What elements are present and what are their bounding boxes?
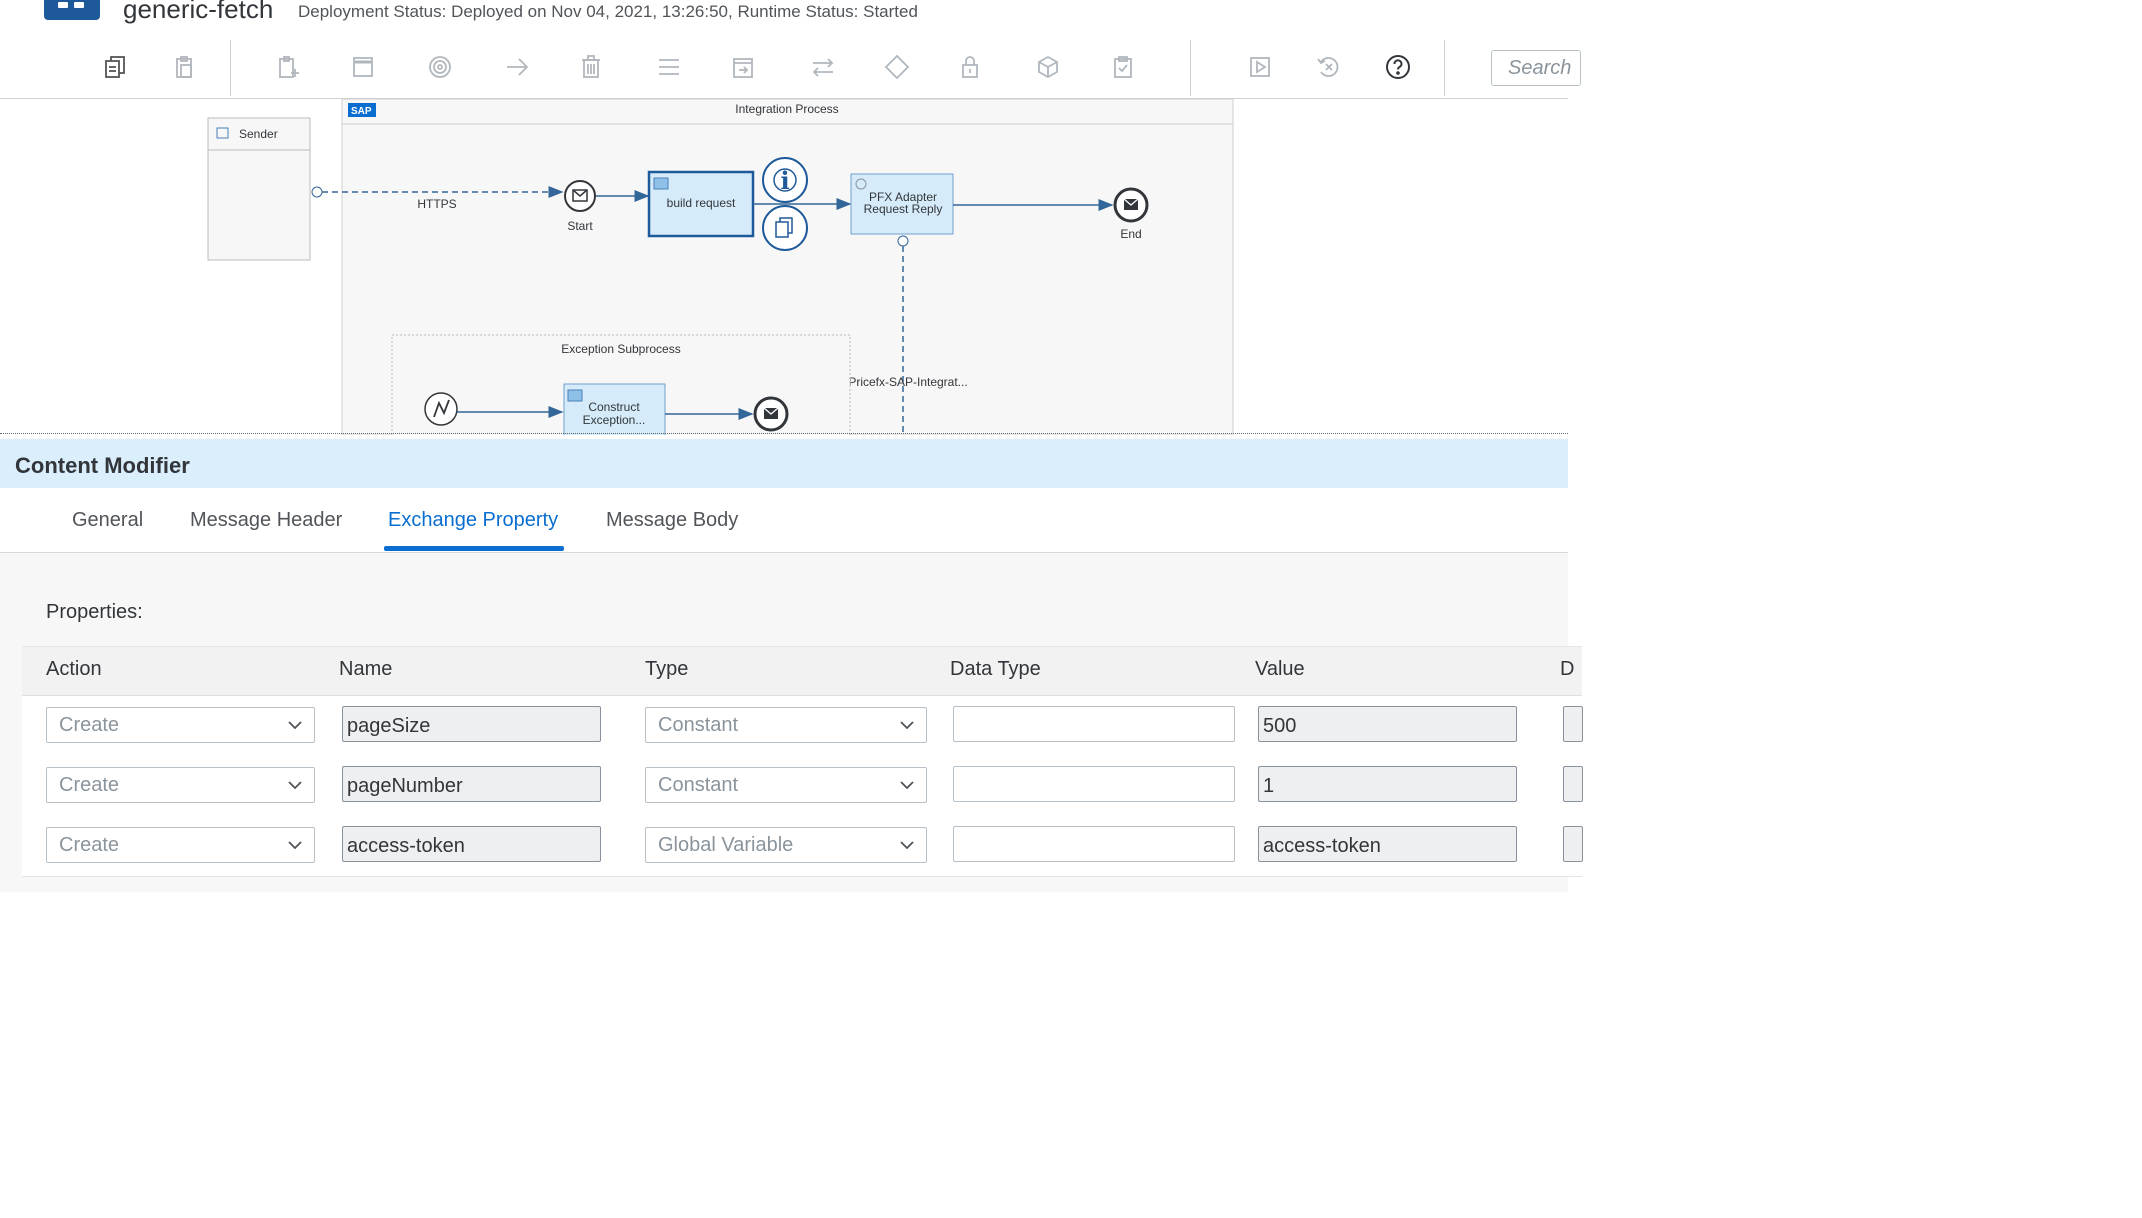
panel-title: Content Modifier — [15, 453, 190, 478]
column-header-action: Action — [46, 658, 102, 680]
value-input[interactable]: 1 — [1258, 766, 1517, 802]
toolbar-separator — [230, 40, 231, 96]
lock-icon[interactable] — [955, 52, 985, 82]
action-value: Create — [59, 834, 120, 856]
lightning-icon — [433, 399, 450, 418]
data-type-input[interactable] — [953, 706, 1235, 742]
cancel-run-icon[interactable] — [1314, 52, 1344, 82]
column-header-value: Value — [1255, 658, 1305, 680]
name-input[interactable]: access-token — [342, 826, 601, 862]
tab-bar — [0, 488, 1568, 553]
column-header-type: Type — [645, 658, 689, 680]
chevron-down-icon — [288, 841, 302, 850]
data-type-input[interactable] — [953, 766, 1235, 802]
sender-participant — [207, 117, 311, 261]
chevron-down-icon — [900, 721, 914, 730]
chevron-down-icon — [288, 781, 302, 790]
sap-logo — [348, 103, 376, 117]
sap-logo-text: SAP — [351, 106, 372, 117]
action-select[interactable]: Create — [46, 707, 315, 743]
name-input[interactable]: pageSize — [342, 706, 601, 742]
window-icon[interactable] — [348, 52, 378, 82]
pfx-label-line2: Request Reply — [864, 202, 943, 216]
chevron-down-icon — [900, 841, 914, 850]
arrow-right-icon[interactable] — [502, 52, 532, 82]
default-input[interactable] — [1563, 826, 1583, 862]
construct-label-line2: Exception... — [583, 413, 646, 427]
cube-icon[interactable] — [1033, 52, 1063, 82]
table-header — [22, 646, 1582, 697]
pfx-adapter-step — [850, 173, 954, 235]
toolbar-separator — [1190, 40, 1191, 96]
column-header-default: D — [1560, 658, 1575, 680]
type-value: Constant — [658, 714, 739, 736]
gear-icon — [855, 178, 867, 190]
type-select[interactable]: Constant — [645, 767, 927, 803]
properties-label: Properties: — [46, 601, 143, 623]
column-header-name: Name — [339, 658, 393, 680]
integration-process-label: Integration Process — [735, 102, 838, 116]
paste-icon[interactable] — [169, 52, 199, 82]
chevron-down-icon — [288, 721, 302, 730]
exception-subprocess-label: Exception Subprocess — [561, 342, 680, 356]
deployment-status: Deployment Status: Deployed on Nov 04, 2… — [298, 2, 918, 21]
name-input[interactable]: pageNumber — [342, 766, 601, 802]
build-request-label: build request — [667, 196, 736, 210]
start-label: Start — [567, 219, 593, 233]
app-icon[interactable] — [44, 0, 100, 20]
tab-exchange-property[interactable]: Exchange Property — [388, 509, 559, 531]
value-input[interactable]: access-token — [1258, 826, 1517, 862]
target-icon[interactable] — [425, 52, 455, 82]
pfx-label-line1: PFX Adapter — [869, 190, 937, 204]
type-select[interactable]: Global Variable — [645, 827, 927, 863]
toolbar-separator — [1444, 40, 1445, 96]
play-icon[interactable] — [1245, 52, 1275, 82]
toolbar — [0, 38, 1568, 100]
info-icon — [762, 157, 808, 203]
action-value: Create — [59, 774, 120, 796]
action-select[interactable]: Create — [46, 767, 315, 803]
type-value: Global Variable — [658, 834, 794, 856]
tab-message-body[interactable]: Message Body — [606, 509, 739, 531]
copy-icon[interactable] — [100, 52, 130, 82]
action-select[interactable]: Create — [46, 827, 315, 863]
type-select[interactable]: Constant — [645, 707, 927, 743]
tab-general[interactable]: General — [72, 509, 144, 531]
chevron-down-icon — [900, 781, 914, 790]
default-input[interactable] — [1563, 766, 1583, 802]
content-modifier-icon — [653, 177, 669, 190]
help-icon[interactable] — [1383, 52, 1413, 82]
svg-text:i: i — [780, 166, 789, 195]
search-input[interactable]: Search — [1491, 50, 1581, 86]
https-label: HTTPS — [417, 197, 456, 211]
tab-message-header[interactable]: Message Header — [190, 509, 343, 531]
menu-lines-icon[interactable] — [654, 52, 684, 82]
integration-flow-canvas[interactable]: SAP Integration Process Sender HTTPS Sta… — [0, 99, 1568, 435]
envelope-icon — [572, 189, 588, 202]
content-modifier-icon — [567, 389, 583, 402]
trash-icon[interactable] — [576, 52, 606, 82]
clipboard-check-icon[interactable] — [1108, 52, 1138, 82]
participant-icon — [216, 127, 229, 139]
pricefx-channel-label: Pricefx-SAP-Integrat... — [848, 375, 967, 389]
diamond-gateway-icon[interactable] — [882, 52, 912, 82]
construct-label-line1: Construct — [588, 400, 640, 414]
active-tab-indicator — [384, 546, 564, 551]
panel-header — [0, 439, 1568, 488]
action-value: Create — [59, 714, 120, 736]
sender-connector — [311, 186, 323, 198]
calendar-arrow-icon[interactable] — [728, 52, 758, 82]
page-title: generic-fetch — [123, 0, 274, 24]
receiver-connector — [897, 235, 909, 247]
flow-diagram: SAP Integration Process Sender HTTPS Sta… — [207, 99, 1234, 435]
paste-add-icon[interactable] — [273, 52, 303, 82]
data-type-input[interactable] — [953, 826, 1235, 862]
sender-label: Sender — [239, 127, 278, 141]
default-input[interactable] — [1563, 706, 1583, 742]
value-input[interactable]: 500 — [1258, 706, 1517, 742]
column-header-data-type: Data Type — [950, 658, 1041, 680]
end-label: End — [1120, 227, 1141, 241]
type-value: Constant — [658, 774, 739, 796]
swap-arrows-icon[interactable] — [808, 52, 838, 82]
